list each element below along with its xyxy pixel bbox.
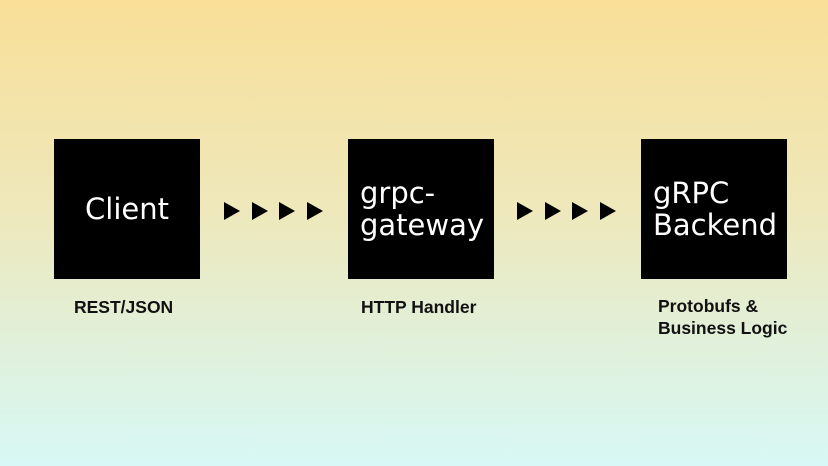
arrow-icon: [279, 202, 295, 220]
arrow-icon: [517, 202, 533, 220]
backend-caption: Protobufs & Business Logic: [658, 296, 788, 338]
gateway-to-backend-arrows: [517, 201, 616, 221]
client-caption: REST/JSON: [74, 297, 174, 317]
client-to-gateway-arrows: [224, 201, 323, 221]
client-node-label: Client: [85, 191, 169, 226]
client-node: Client: [54, 139, 200, 279]
arrow-icon: [224, 202, 240, 220]
gateway-node: grpc- gateway: [348, 139, 494, 279]
arrow-icon: [572, 202, 588, 220]
backend-node-label: gRPC Backend: [653, 175, 778, 242]
gateway-node-label: grpc- gateway: [360, 175, 485, 242]
arrow-icon: [251, 202, 268, 220]
arrow-icon: [306, 202, 323, 220]
gateway-caption: HTTP Handler: [361, 297, 477, 317]
arrow-icon: [544, 202, 561, 220]
arrow-icon: [599, 202, 616, 220]
backend-node: gRPC Backend: [641, 139, 787, 279]
